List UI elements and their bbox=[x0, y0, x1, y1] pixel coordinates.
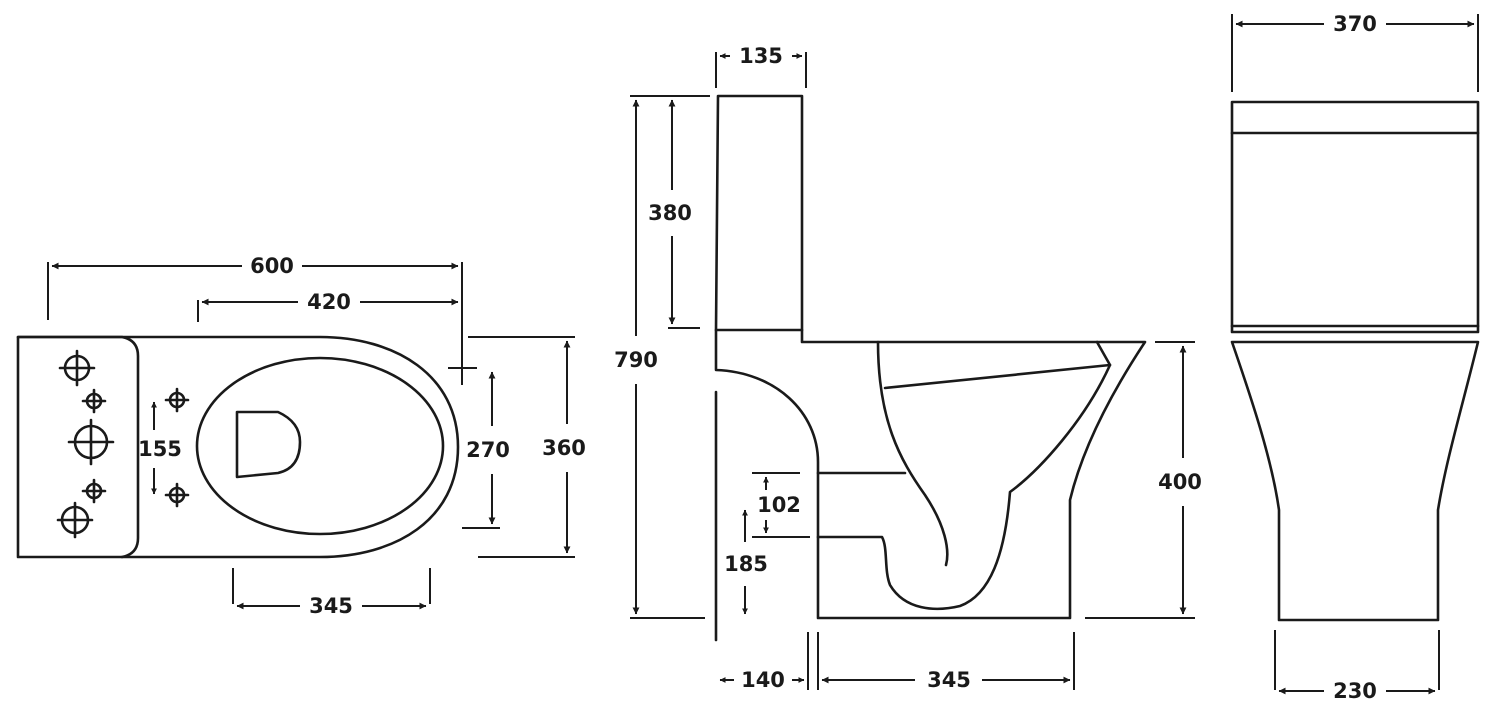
dim-cistern-depth: 135 bbox=[719, 44, 803, 68]
dim-overall-height: 790 bbox=[614, 99, 658, 615]
dim-label: 600 bbox=[250, 254, 294, 278]
plan-seat bbox=[195, 356, 445, 536]
hole-small-a bbox=[81, 388, 107, 414]
dim-seat-to-back: 420 bbox=[201, 290, 459, 314]
side-bowl-inner bbox=[876, 340, 949, 567]
dim-label: 360 bbox=[542, 436, 586, 460]
hole-large-mid bbox=[67, 418, 115, 466]
side-view: 135 380 790 102 185 400 bbox=[614, 44, 1202, 692]
dim-bowl-width: 270 bbox=[466, 371, 510, 525]
plan-view: 600 420 155 270 360 345 bbox=[16, 254, 586, 618]
dim-wall-to-outlet: 140 bbox=[719, 668, 805, 692]
side-trapway bbox=[816, 363, 1112, 611]
dim-inlet-spacing: 155 bbox=[138, 401, 182, 495]
dim-label: 420 bbox=[307, 290, 351, 314]
dim-outlet-to-floor: 185 bbox=[724, 509, 768, 615]
dim-label: 345 bbox=[927, 668, 971, 692]
dim-label: 155 bbox=[138, 437, 182, 461]
side-seat bbox=[883, 340, 1112, 390]
front-cistern bbox=[1230, 100, 1480, 334]
hole-seat-bottom bbox=[164, 482, 190, 508]
dim-label: 230 bbox=[1333, 679, 1377, 703]
side-pan-body bbox=[714, 328, 1147, 620]
dim-fixing-length: 345 bbox=[236, 594, 427, 618]
dim-base-width: 230 bbox=[1278, 679, 1436, 703]
dim-base-length: 345 bbox=[821, 668, 1071, 692]
front-pan bbox=[1230, 340, 1480, 622]
dim-label: 400 bbox=[1158, 470, 1202, 494]
front-view: 370 230 bbox=[1230, 12, 1480, 703]
dim-cistern-height: 380 bbox=[648, 99, 692, 325]
hole-large-top bbox=[58, 349, 96, 387]
dim-pan-height: 400 bbox=[1158, 345, 1202, 615]
dim-label: 102 bbox=[757, 493, 801, 517]
fixing-holes bbox=[56, 349, 190, 539]
dim-cistern-width: 370 bbox=[1235, 12, 1475, 36]
dim-label: 270 bbox=[466, 438, 510, 462]
dim-label: 790 bbox=[614, 348, 658, 372]
plan-outline bbox=[16, 335, 460, 559]
hole-small-b bbox=[81, 478, 107, 504]
dim-overall-length: 600 bbox=[51, 254, 459, 278]
hole-large-bottom bbox=[56, 501, 94, 539]
dim-label: 185 bbox=[724, 552, 768, 576]
dim-label: 380 bbox=[648, 201, 692, 225]
dim-overall-width: 360 bbox=[542, 340, 586, 554]
hole-seat-top bbox=[164, 387, 190, 413]
side-cistern bbox=[714, 94, 804, 332]
dim-label: 135 bbox=[739, 44, 783, 68]
dim-outlet-height: 102 bbox=[757, 476, 801, 534]
plan-cistern bbox=[16, 335, 140, 559]
plan-bowl-opening bbox=[235, 410, 302, 479]
dim-label: 345 bbox=[309, 594, 353, 618]
dim-label: 370 bbox=[1333, 12, 1377, 36]
dim-label: 140 bbox=[741, 668, 785, 692]
